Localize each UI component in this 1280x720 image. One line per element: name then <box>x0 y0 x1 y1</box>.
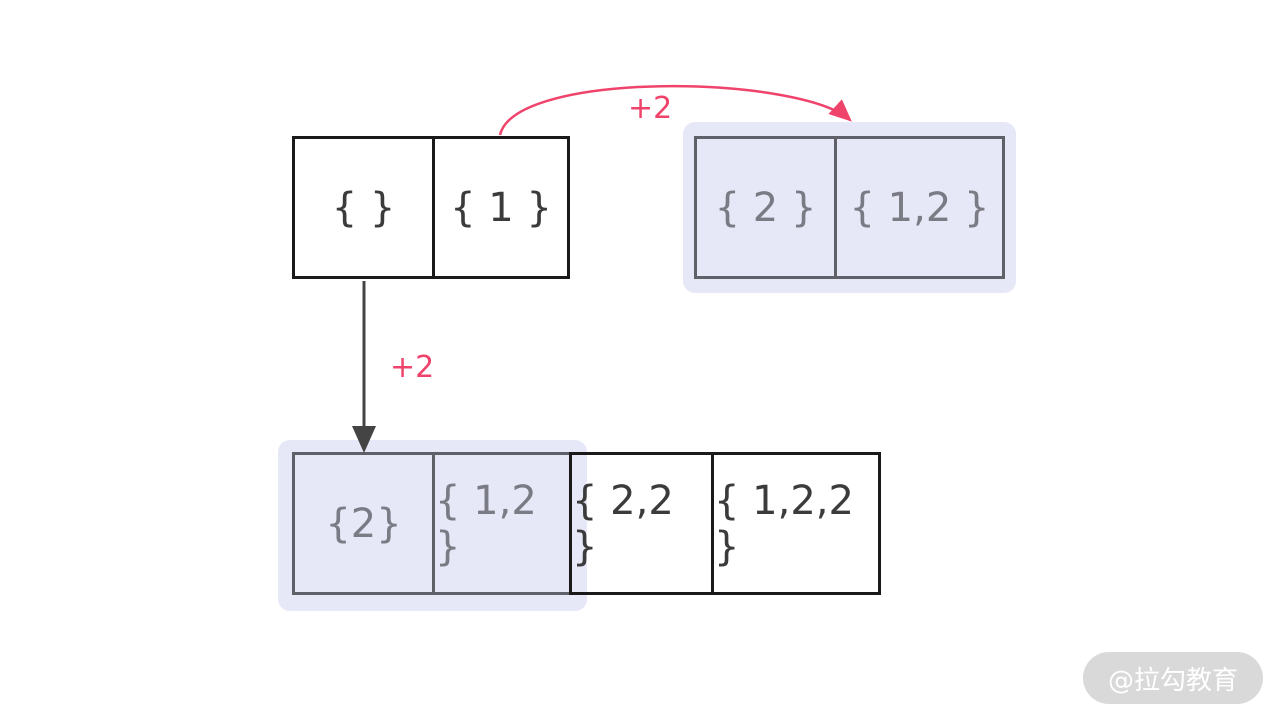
bottom-cell-set-1-2-2: { 1,2,2 } <box>711 452 881 595</box>
down-arrow-label: +2 <box>390 350 435 385</box>
bottom-cell-set-2: {2} <box>292 452 435 595</box>
top-right-highlight <box>683 122 1016 293</box>
top-cell-set-1: { 1 } <box>432 136 570 279</box>
top-right-cell-set-2: { 2 } <box>694 136 837 279</box>
curved-arrow-label: +2 <box>628 91 673 126</box>
curved-arrow <box>498 84 852 136</box>
watermark-badge: @拉勾教育 <box>1083 652 1263 704</box>
bottom-cell-set-1-2: { 1,2 } <box>432 452 572 595</box>
top-right-cell-set-1-2: { 1,2 } <box>834 136 1005 279</box>
bottom-cell-set-2-2: { 2,2 } <box>569 452 714 595</box>
